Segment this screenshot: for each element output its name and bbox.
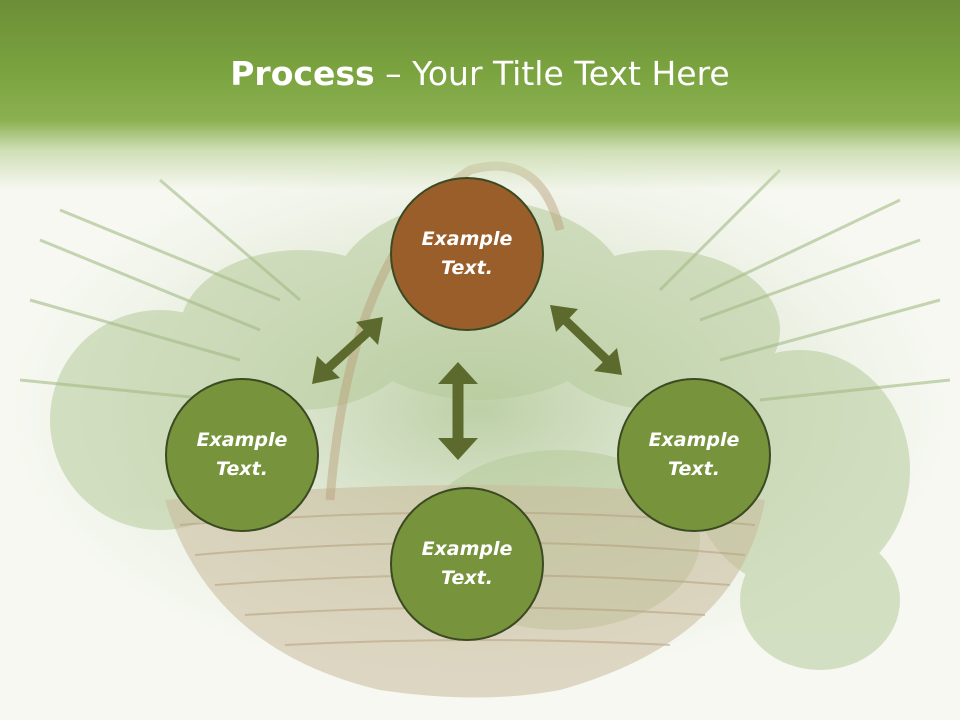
slide-title[interactable]: Process – Your Title Text Here (0, 52, 960, 96)
double-arrow-top-left (312, 317, 383, 384)
double-arrow-vertical (438, 362, 478, 460)
title-rest-part: – Your Title Text Here (374, 54, 730, 93)
double-arrow-top-right (550, 305, 622, 375)
process-node-top[interactable]: Example Text. (390, 177, 544, 331)
process-node-bottom[interactable]: Example Text. (390, 487, 544, 641)
node-text-line1: Example (196, 429, 288, 451)
process-node-left[interactable]: Example Text. (165, 378, 319, 532)
process-node-right[interactable]: Example Text. (617, 378, 771, 532)
node-text-line2: Text. (216, 458, 268, 480)
node-text-line1: Example (421, 538, 513, 560)
title-bold-part: Process (230, 54, 375, 93)
header-band (0, 0, 960, 190)
node-text-line1: Example (648, 429, 740, 451)
node-text-line1: Example (421, 228, 513, 250)
node-text-line2: Text. (441, 567, 493, 589)
node-text-line2: Text. (668, 458, 720, 480)
node-text-line2: Text. (441, 257, 493, 279)
